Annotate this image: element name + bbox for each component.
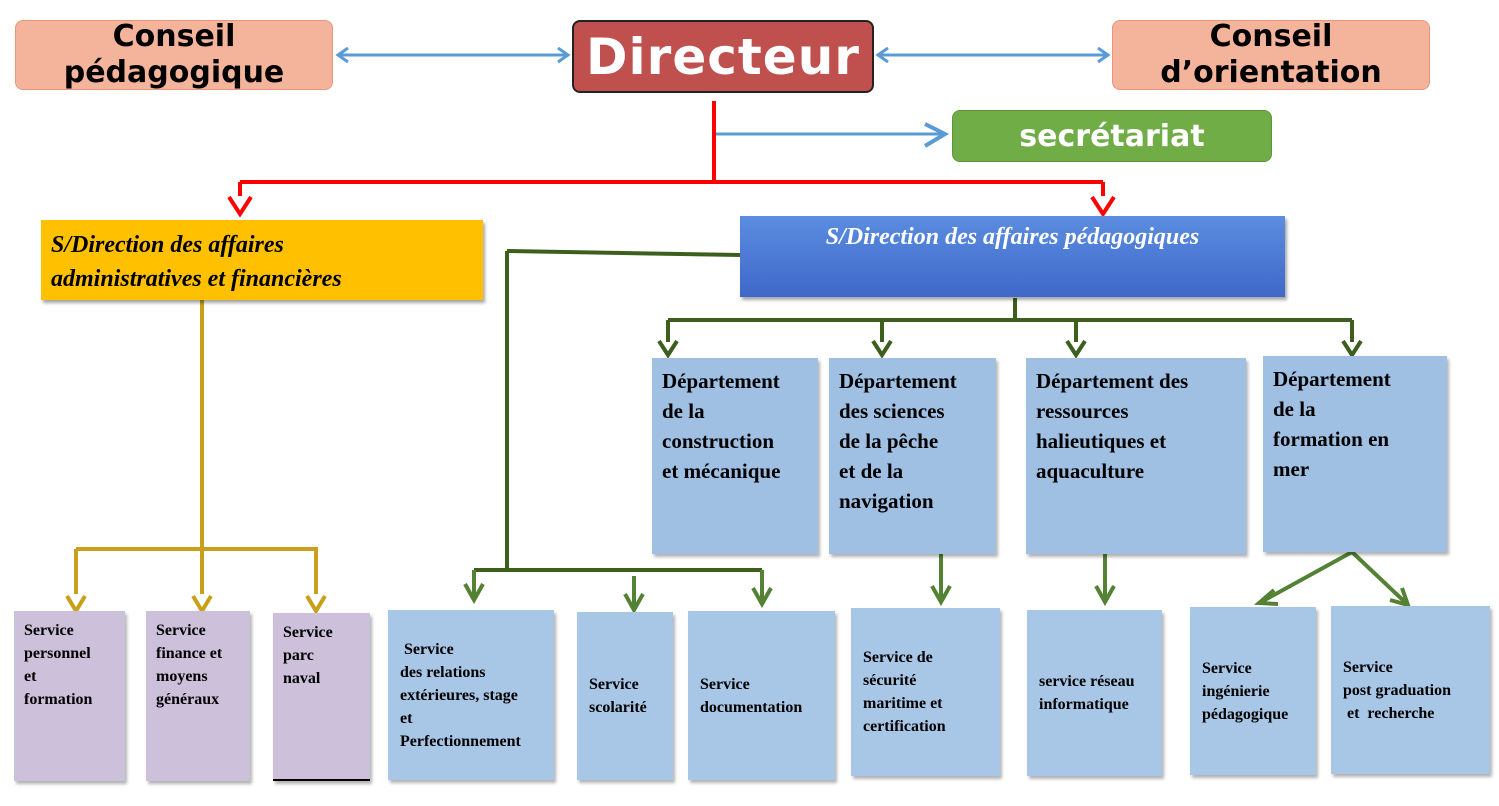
conseil-pedagogique-box: Conseil pédagogique [15, 19, 333, 90]
service-line: Service [1343, 658, 1393, 676]
council-arrows [335, 46, 1111, 148]
department-line: navigation [839, 489, 934, 513]
department-line: Département [839, 369, 957, 393]
directeur-label: Directeur [586, 27, 860, 86]
service-line: Service [589, 676, 639, 693]
service-line: et [400, 709, 413, 727]
service-line: informatique [1039, 696, 1129, 713]
service-line: sécurité [863, 672, 917, 689]
subdirection-pedagogique-box: S/Direction des affaires pédagogiques [740, 216, 1285, 297]
department-ressources-box: Département des ressources halieutiques … [1026, 358, 1246, 554]
service-line: moyens [156, 668, 208, 685]
service-line: maritime et [863, 695, 943, 712]
department-construction-box: Département de la construction et mécani… [652, 358, 818, 554]
service-line: scolarité [589, 699, 647, 716]
secretariat-box: secrétariat [952, 110, 1272, 162]
service-line: Service [1202, 659, 1252, 677]
service-relations-box: Service des relations extérieures, stage… [388, 610, 554, 780]
directeur-box: Directeur [572, 20, 874, 93]
service-line: certification [863, 718, 946, 735]
department-line: Département [1273, 367, 1391, 391]
service-ingenierie-box: Service ingénierie pédagogique [1190, 607, 1316, 775]
conseil-pedagogique-label: Conseil pédagogique [63, 19, 285, 90]
department-line: aquaculture [1036, 459, 1145, 483]
department-formation-mer-box: Département de la formation en mer [1263, 356, 1447, 552]
service-line: Service [400, 640, 454, 658]
department-line: de la [662, 399, 705, 423]
admin-gold-lines [65, 300, 327, 615]
service-line: Service [283, 624, 333, 641]
service-line: formation [24, 691, 93, 708]
department-line: et de la [839, 459, 904, 483]
department-line: mer [1273, 457, 1310, 481]
service-line: finance et [156, 645, 223, 662]
service-line: parc [283, 647, 314, 664]
service-reseau-box: service réseau informatique [1027, 610, 1162, 776]
directeur-red-lines [227, 101, 1116, 218]
department-line: des sciences [839, 399, 945, 423]
department-line: Département des [1036, 369, 1189, 393]
service-scolarite-box: Service scolarité [577, 612, 673, 780]
service-line: documentation [700, 698, 803, 716]
department-line: de la [1273, 397, 1316, 421]
service-line: post graduation [1343, 681, 1452, 699]
secretariat-label: secrétariat [1019, 118, 1205, 154]
department-line: halieutiques et [1036, 429, 1167, 453]
service-line: des relations [400, 663, 486, 681]
service-line: et [24, 668, 37, 685]
ped-darkgreen-lines [474, 249, 1363, 572]
conseil-orientation-box: Conseil d’orientation [1112, 19, 1430, 90]
service-line: généraux [156, 691, 220, 708]
department-line: formation en [1273, 427, 1390, 451]
department-line: construction [662, 429, 774, 453]
service-line: Service de [863, 649, 933, 666]
service-line: et recherche [1343, 704, 1435, 722]
department-line: de la pêche [839, 429, 939, 453]
service-securite-box: Service de sécurité maritime et certific… [851, 608, 1000, 776]
conseil-orientation-label: Conseil d’orientation [1160, 19, 1382, 90]
service-line: Service [24, 622, 74, 639]
subdirection-administrative-line-1: S/Direction des affaires [51, 232, 284, 258]
service-line: Service [700, 675, 750, 693]
subdirection-pedagogique-label: S/Direction des affaires pédagogiques [825, 224, 1200, 250]
service-parc-naval-box: Service parc naval [273, 613, 370, 781]
service-documentation-box: Service documentation [688, 611, 835, 780]
service-line: Service [156, 622, 206, 639]
service-green-arrows [463, 550, 1412, 615]
department-line: ressources [1036, 399, 1129, 423]
service-post-graduation-box: Service post graduation et recherche [1331, 606, 1490, 774]
department-peche-box: Département des sciences de la pêche et … [829, 358, 996, 554]
service-line: personnel [24, 645, 91, 662]
subdirection-administrative-line-2: administratives et financières [51, 266, 342, 292]
service-line: ingénierie [1202, 682, 1270, 700]
service-line: Perfectionnement [400, 732, 521, 750]
service-personnel-box: Service personnel et formation [14, 611, 125, 781]
subdirection-administrative-box: S/Direction des affaires administratives… [41, 220, 483, 300]
service-line: naval [283, 670, 321, 687]
service-line: service réseau [1039, 673, 1135, 690]
department-line: et mécanique [662, 459, 781, 483]
department-line: Département [662, 369, 780, 393]
service-finance-box: Service finance et moyens généraux [146, 611, 250, 781]
service-line: pédagogique [1202, 705, 1289, 723]
service-line: extérieures, stage [400, 686, 518, 704]
